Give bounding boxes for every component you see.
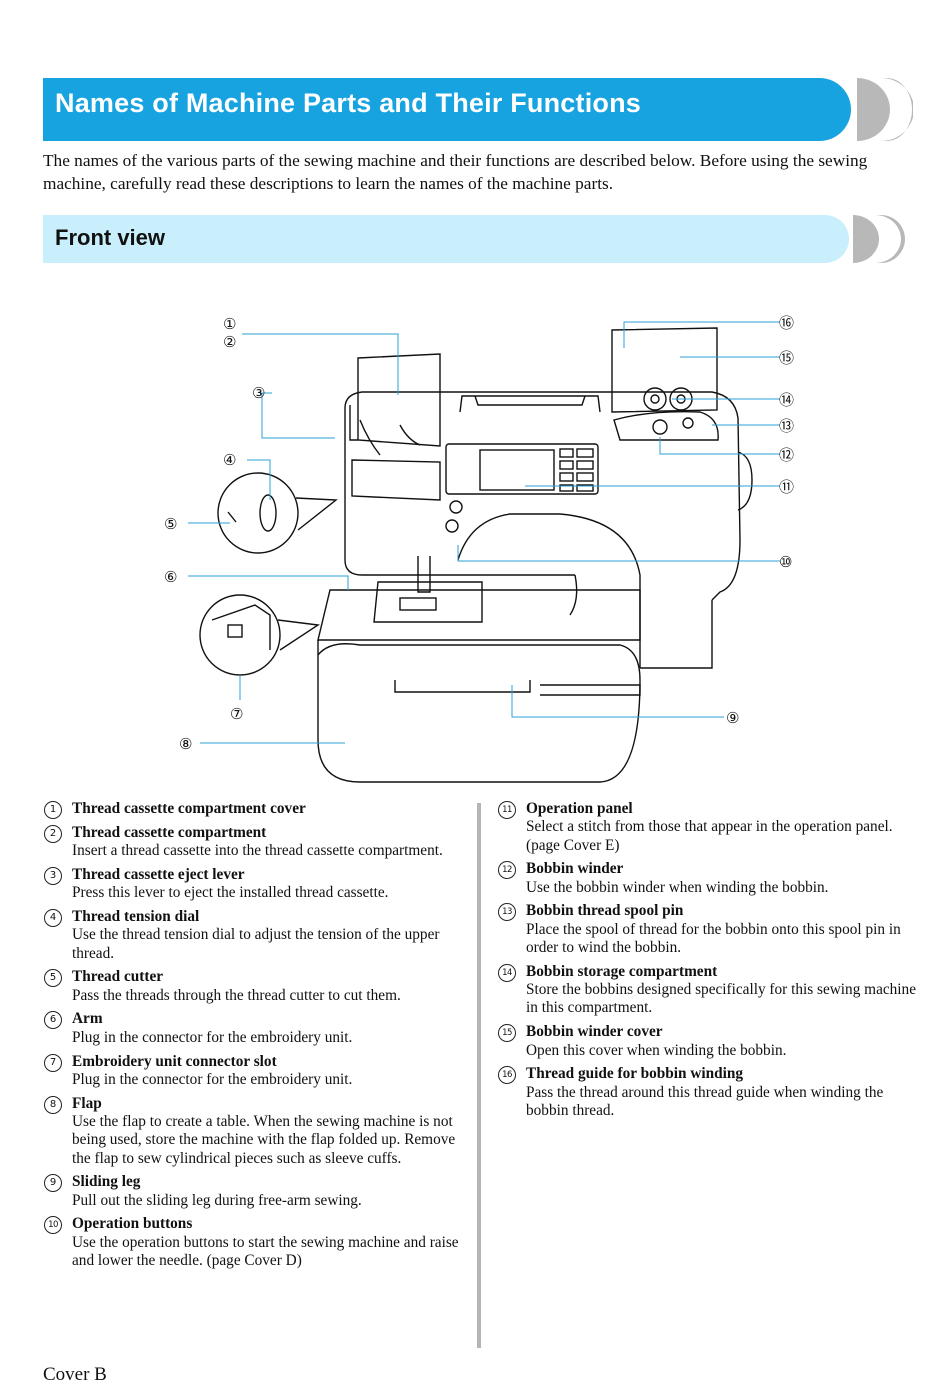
part-description: Press this lever to eject the installed … (72, 884, 389, 902)
part-number-badge: 13 (498, 903, 516, 922)
part-name: Bobbin storage compartment (526, 962, 718, 980)
title-banner: Names of Machine Parts and Their Functio… (43, 78, 851, 141)
part-name: Arm (72, 1010, 103, 1028)
part-number-badge: 2 (44, 824, 62, 843)
part-number-badge: 10 (44, 1216, 62, 1235)
section-title: Front view (55, 225, 166, 250)
part-number-badge: 4 (44, 908, 62, 927)
part-name: Thread cassette eject lever (72, 865, 245, 883)
callout-15: ⑮ (779, 349, 794, 367)
part-name: Flap (72, 1094, 102, 1112)
part-description: Plug in the connector for the embroidery… (72, 1028, 353, 1046)
part-description: Open this cover when winding the bobbin. (526, 1041, 787, 1059)
part-description: Use the thread tension dial to adjust th… (72, 926, 440, 962)
part-name: Operation buttons (72, 1215, 193, 1233)
callout-16: ⑯ (779, 314, 794, 332)
page-title: Names of Machine Parts and Their Functio… (55, 88, 642, 118)
part-number-badge: 5 (44, 969, 62, 988)
part-description: Insert a thread cassette into the thread… (72, 842, 443, 860)
callout-5: ⑤ (164, 515, 177, 533)
part-name: Thread cassette compartment cover (72, 800, 306, 817)
part-description: Plug in the connector for the embroidery… (72, 1070, 353, 1088)
callout-4: ④ (223, 451, 236, 469)
column-divider (477, 803, 481, 1348)
part-name: Sliding leg (72, 1173, 141, 1191)
section-banner-cap (853, 215, 905, 263)
callout-14: ⑭ (779, 391, 794, 409)
sewing-machine-illustration: ① ② ③ ④ ⑤ ⑥ ⑦ ⑧ ⑨ ⑩ ⑪ ⑫ ⑬ ⑭ ⑮ ⑯ (164, 314, 794, 783)
callout-10: ⑩ (779, 553, 792, 571)
section-banner: Front view (43, 215, 849, 263)
part-description: Use the operation buttons to start the s… (72, 1233, 459, 1270)
part-number-badge: 11 (498, 801, 516, 819)
machine-outline (199, 327, 753, 783)
callout-1: ① (223, 315, 236, 333)
part-name: Thread cutter (72, 968, 164, 986)
callout-numbers: ① ② ③ ④ ⑤ ⑥ ⑦ ⑧ ⑨ ⑩ ⑪ ⑫ ⑬ ⑭ ⑮ ⑯ (164, 314, 794, 753)
part-number-badge: 14 (498, 963, 516, 982)
part-name: Thread tension dial (72, 907, 200, 925)
part-number-badge: 16 (498, 1066, 516, 1085)
callout-3: ③ (252, 384, 265, 402)
part-number-badge: 8 (44, 1095, 62, 1114)
part-name: Bobbin thread spool pin (526, 902, 684, 920)
part-number-badge: 1 (44, 801, 62, 819)
callout-2: ② (223, 333, 236, 351)
callout-leaders (188, 321, 780, 744)
callout-9: ⑨ (726, 709, 739, 727)
callout-7: ⑦ (230, 705, 243, 723)
title-banner-cap (857, 78, 913, 141)
part-number-badge: 7 (44, 1053, 62, 1072)
part-name: Operation panel (526, 800, 633, 817)
part-description: Pass the thread around this thread guide… (526, 1083, 884, 1119)
part-name: Embroidery unit connector slot (72, 1052, 277, 1070)
part-description: Place the spool of thread for the bobbin… (526, 920, 901, 957)
part-description: Pull out the sliding leg during free-arm… (72, 1191, 362, 1209)
part-description: Select a stitch from those that appear i… (526, 818, 893, 854)
part-number-badge: 12 (498, 861, 516, 880)
callout-6: ⑥ (164, 568, 177, 586)
part-name: Thread cassette compartment (72, 823, 267, 841)
part-number-badge: 9 (44, 1174, 62, 1193)
callout-8: ⑧ (179, 735, 192, 753)
page-number: Cover B (43, 1364, 107, 1385)
part-name: Thread guide for bobbin winding (526, 1065, 744, 1083)
part-description: Pass the threads through the thread cutt… (72, 986, 401, 1004)
part-number-badge: 15 (498, 1024, 516, 1043)
part-number-badge: 3 (44, 866, 62, 885)
callout-11: ⑪ (779, 478, 794, 496)
part-name: Bobbin winder (526, 860, 624, 878)
intro-paragraph: The names of the various parts of the se… (43, 151, 868, 193)
part-item: 1 Thread cassette compartment cover (44, 800, 459, 819)
callout-12: ⑫ (779, 446, 794, 464)
part-description: Use the bobbin winder when winding the b… (526, 878, 829, 896)
part-name: Bobbin winder cover (526, 1023, 663, 1041)
part-number-badge: 6 (44, 1011, 62, 1030)
part-description: Store the bobbins designed specifically … (526, 981, 916, 1017)
callout-13: ⑬ (779, 417, 794, 435)
part-description: Use the flap to create a table. When the… (72, 1112, 456, 1167)
